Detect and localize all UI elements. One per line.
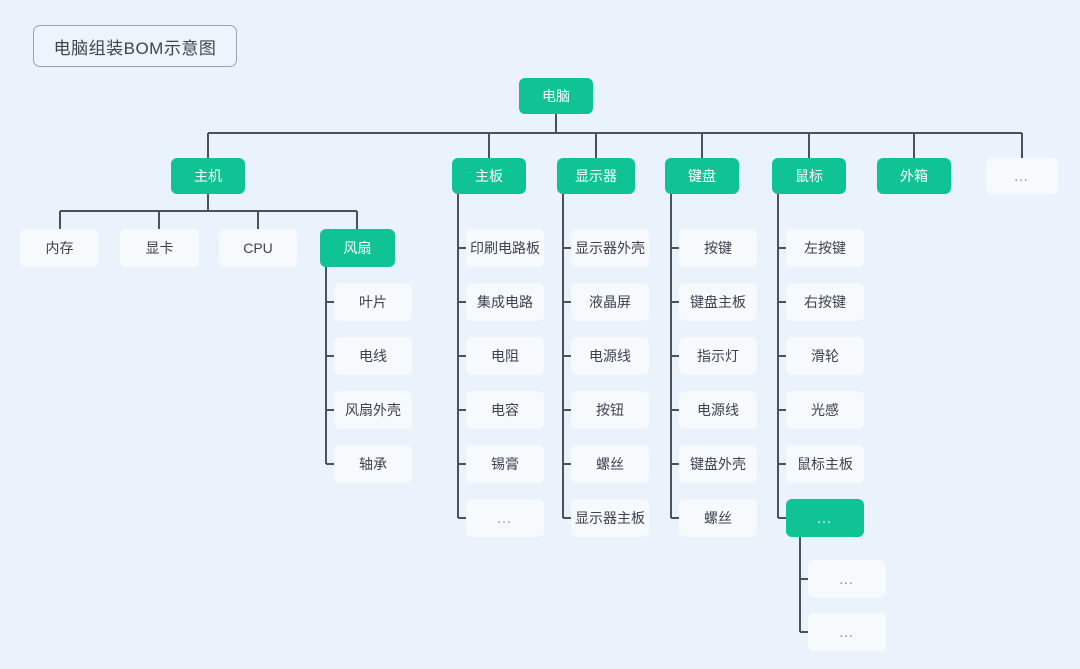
diagram-title: 电脑组装BOM示意图 [33, 25, 237, 67]
node-memory[interactable]: 内存 [20, 229, 99, 267]
node-monitor-button[interactable]: 按钮 [571, 391, 649, 429]
node-mouse-more-child-2[interactable]: … [808, 613, 886, 651]
node-keyboard-shell[interactable]: 键盘外壳 [679, 445, 757, 483]
node-monitor[interactable]: 显示器 [557, 158, 635, 194]
node-motherboard-more[interactable]: … [466, 499, 544, 537]
node-resistor[interactable]: 电阻 [466, 337, 544, 375]
node-host[interactable]: 主机 [171, 158, 245, 194]
node-fan-wire[interactable]: 电线 [334, 337, 412, 375]
node-cpu[interactable]: CPU [219, 229, 297, 267]
node-pcb[interactable]: 印刷电路板 [466, 229, 544, 267]
node-keyboard-power-cord[interactable]: 电源线 [679, 391, 757, 429]
node-monitor-shell[interactable]: 显示器外壳 [571, 229, 649, 267]
node-indicator-light[interactable]: 指示灯 [679, 337, 757, 375]
node-level1-more[interactable]: … [986, 158, 1058, 194]
node-lcd-panel[interactable]: 液晶屏 [571, 283, 649, 321]
node-monitor-mainboard[interactable]: 显示器主板 [571, 499, 649, 537]
node-monitor-power-cord[interactable]: 电源线 [571, 337, 649, 375]
node-right-button[interactable]: 右按键 [786, 283, 864, 321]
node-fan[interactable]: 风扇 [320, 229, 395, 267]
node-fan-bearing[interactable]: 轴承 [334, 445, 412, 483]
node-mouse-mainboard[interactable]: 鼠标主板 [786, 445, 864, 483]
node-keyboard-mainboard[interactable]: 键盘主板 [679, 283, 757, 321]
node-outer-box[interactable]: 外箱 [877, 158, 951, 194]
node-scroll-wheel[interactable]: 滑轮 [786, 337, 864, 375]
node-keyboard-screw[interactable]: 螺丝 [679, 499, 757, 537]
node-left-button[interactable]: 左按键 [786, 229, 864, 267]
node-fan-shell[interactable]: 风扇外壳 [334, 391, 412, 429]
node-integrated-circuit[interactable]: 集成电路 [466, 283, 544, 321]
node-fan-blade[interactable]: 叶片 [334, 283, 412, 321]
node-monitor-screw[interactable]: 螺丝 [571, 445, 649, 483]
node-root[interactable]: 电脑 [519, 78, 593, 114]
node-optical-sensor[interactable]: 光感 [786, 391, 864, 429]
node-mouse-more-child-1[interactable]: … [808, 560, 886, 598]
node-mouse[interactable]: 鼠标 [772, 158, 846, 194]
node-mouse-more[interactable]: … [786, 499, 864, 537]
node-keys[interactable]: 按键 [679, 229, 757, 267]
node-solder-paste[interactable]: 锡膏 [466, 445, 544, 483]
node-graphics-card[interactable]: 显卡 [120, 229, 199, 267]
node-keyboard[interactable]: 键盘 [665, 158, 739, 194]
node-motherboard[interactable]: 主板 [452, 158, 526, 194]
node-capacitor[interactable]: 电容 [466, 391, 544, 429]
